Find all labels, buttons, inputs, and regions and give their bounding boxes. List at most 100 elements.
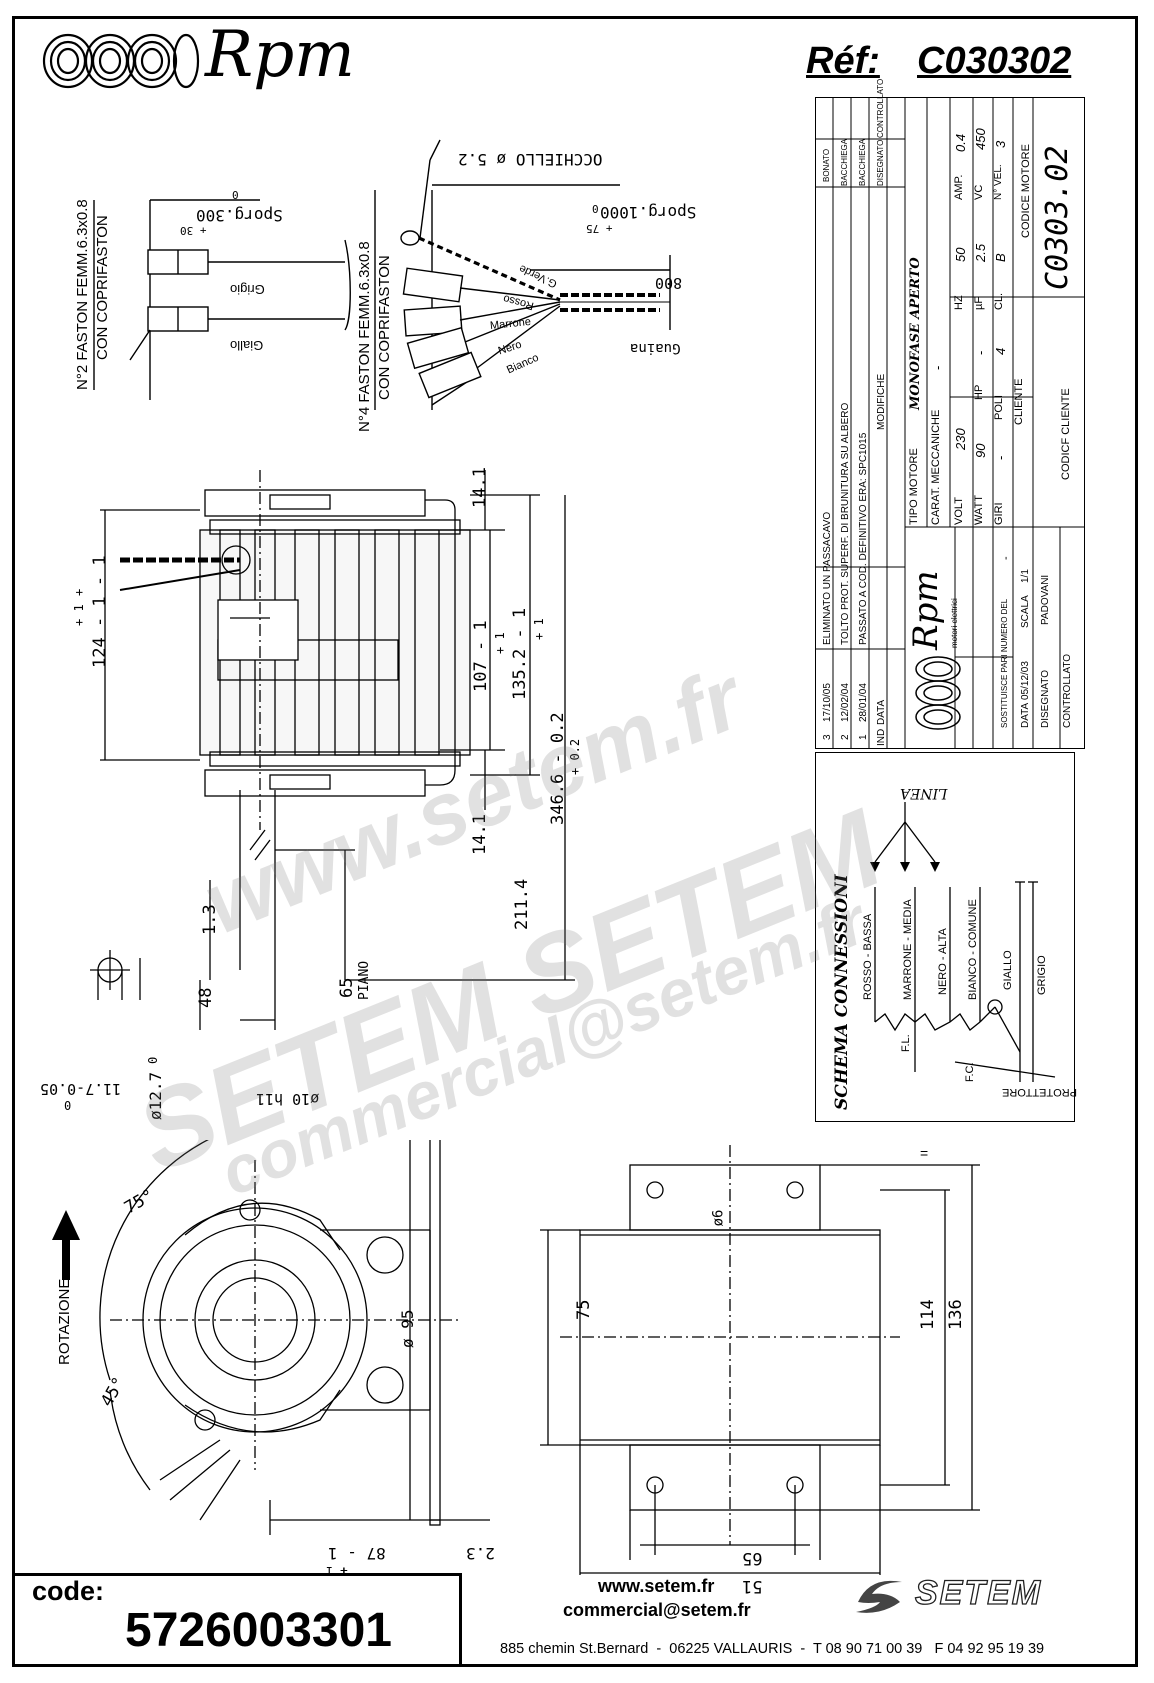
schema-wire-grigio: GRIGIO xyxy=(1036,955,1048,995)
sporg300-tol-0: 0 xyxy=(232,188,239,201)
dim-95: ø 95 xyxy=(398,1309,417,1348)
data-value: 05/12/03 xyxy=(1020,661,1031,700)
schema-wire-bianco: BIANCO - COMUNE xyxy=(967,899,979,1000)
rev1-text: PASSATO A COD. DEFINITIVO ERA: SPC1015 xyxy=(858,432,869,645)
rev2-text: TOLTO PROT. SUPERF. DI BRUNITURA SU ALBE… xyxy=(840,402,851,645)
dim-346-tol: + 0.2 xyxy=(568,738,582,775)
code-box xyxy=(14,1573,462,1665)
schema-box xyxy=(815,752,1075,1122)
dim-124-tol-1: + 1 xyxy=(72,604,86,626)
piano-label: PIANO xyxy=(357,960,372,1000)
sporg1000-label: Sporg.1000 xyxy=(600,203,697,222)
dim-48: 48 xyxy=(196,987,216,1008)
spec-hp-label: HP xyxy=(973,384,985,400)
spec-cl-value: B xyxy=(993,253,1008,262)
dim-1-3: 1.3 xyxy=(200,904,220,935)
side-view-drawing xyxy=(90,470,575,1030)
code-value: 5726003301 xyxy=(125,1604,392,1657)
codice-motore-label: CODICE MOTORE xyxy=(1020,144,1032,238)
dim-14-bottom: 14.1 xyxy=(470,814,490,855)
dim-114: 114 xyxy=(918,1299,938,1330)
dim-11-7: 11.7-0.05 xyxy=(40,1080,122,1098)
tipo-motore-value: MONOFASE APERTO xyxy=(908,257,923,410)
spec-uf-value: 2.5 xyxy=(973,243,988,262)
spec-nvel-label: N° VEL. xyxy=(993,164,1004,200)
sporg1000-tol-0: 0 xyxy=(592,202,599,215)
dim-65-bottom: 65 xyxy=(742,1548,763,1568)
rpm-coil-logo-icon xyxy=(42,33,200,89)
hdr-ind: IND xyxy=(876,728,887,746)
occhiello-label: OCCHIELLO ø 5.2 xyxy=(458,150,603,169)
spec-uf-label: µF xyxy=(973,296,985,310)
spec-watt-value: 90 xyxy=(973,443,988,458)
dim-211: 211.4 xyxy=(512,878,532,930)
shaft-dim: ø10 h11 xyxy=(256,1090,320,1108)
title-block-grid xyxy=(815,97,1085,749)
faston2-line1: N°2 FASTON FEMM.6.3x0.8 xyxy=(74,199,91,390)
fc-label: F.C. xyxy=(964,1062,976,1082)
rev2-ind: 2 xyxy=(840,734,851,740)
tipo-motore-label: TIPO MOTORE xyxy=(908,448,920,525)
dim-65: 65 xyxy=(337,977,357,998)
spec-cl-label: CL. xyxy=(993,292,1005,310)
front-view-drawing xyxy=(52,1140,490,1535)
sostituisce-value: - xyxy=(1000,556,1012,560)
spec-vc-value: 450 xyxy=(973,128,988,150)
brand-name: Rpm xyxy=(205,18,355,92)
spec-poli-label: POLI xyxy=(993,394,1005,420)
dim-135: 135.2 - 1 xyxy=(510,607,530,700)
footer-email-link[interactable]: commercial@setem.fr xyxy=(563,1600,751,1620)
footer-web-link[interactable]: www.setem.fr xyxy=(598,1576,715,1596)
title-block-logo-icon xyxy=(915,656,961,730)
ref-code: C030302 xyxy=(917,40,1072,82)
title-block-logo-sub: motori elettrici xyxy=(950,598,959,648)
guaina-label: Guaina xyxy=(630,340,681,356)
spec-giri-value: - xyxy=(993,455,1008,460)
hdr-data: DATA xyxy=(876,699,887,725)
cliente-label: CLIENTE xyxy=(1013,378,1025,425)
codif-cliente-label: CODICF CLIENTE xyxy=(1060,388,1072,480)
rev3-ind: 3 xyxy=(822,734,833,740)
drawing-frame xyxy=(12,16,1138,1667)
controllato-label: CONTROLLATO xyxy=(1062,653,1073,728)
dim-12-7: ø12.7 xyxy=(146,1071,165,1120)
ref-label: Réf: xyxy=(806,40,880,82)
dim-12-7-tol: 0 xyxy=(146,1056,160,1064)
codice-motore-value: C0303.02 xyxy=(1040,145,1075,291)
hdr-modifiche: MODIFICHE xyxy=(876,373,887,430)
data-label: DATA xyxy=(1020,702,1031,728)
rev3-text: ELIMINATO UN PASSACAVO xyxy=(822,511,833,645)
dim-107: 107 - 1 xyxy=(471,620,491,692)
sostituisce-label: SOSTITUISCE PARI NUMERO DEL xyxy=(1000,598,1009,728)
setem-swoosh-icon xyxy=(856,1580,902,1613)
sporg300-tol-1: + 30 xyxy=(180,224,207,237)
dim-135-tol: + 1 xyxy=(532,618,546,640)
dim-6: ø6 xyxy=(710,1209,727,1227)
wire-grigio: Grigio xyxy=(230,282,265,297)
spec-poli-value: 4 xyxy=(993,347,1008,355)
protettore-label: PROTETTORE xyxy=(1002,1086,1077,1098)
sporg300-label: Sporg.300 xyxy=(196,206,283,225)
disegnato-label: DISEGNATO xyxy=(1040,670,1051,728)
spec-volt-label: VOLT xyxy=(953,497,965,525)
fl-label: F.L. xyxy=(900,1034,912,1052)
dim-136: 136 xyxy=(946,1299,966,1330)
spec-nvel-value: 3 xyxy=(993,140,1008,148)
footer-address: 885 chemin St.Bernard - 06225 VALLAURIS … xyxy=(500,1641,1045,1657)
faston4-line1: N°4 FASTON FEMM.6.3x0.8 xyxy=(356,241,373,432)
dim-87: 87 - 1 xyxy=(328,1544,386,1563)
dim-75: 75 xyxy=(574,1299,594,1320)
rev3-date: 17/10/05 xyxy=(822,683,833,722)
rev2-date: 12/02/04 xyxy=(840,683,851,722)
bottom-view-drawing xyxy=(540,1145,980,1575)
rev3-by: BONATO xyxy=(822,148,831,182)
dim-124: 124 - 1 - 1 xyxy=(90,555,110,668)
dim-346: 346.6 - 0.2 xyxy=(548,712,568,825)
linea-label: LINEA xyxy=(900,785,948,801)
wiring-detail-drawing xyxy=(93,139,671,410)
carat-value: - xyxy=(930,365,945,370)
dim-107-tol: + 1 xyxy=(493,632,507,654)
equal-mark: = xyxy=(920,1145,929,1161)
code-label: code: xyxy=(32,1576,105,1606)
schema-wire-marrone: MARRONE - MEDIA xyxy=(902,899,914,1000)
